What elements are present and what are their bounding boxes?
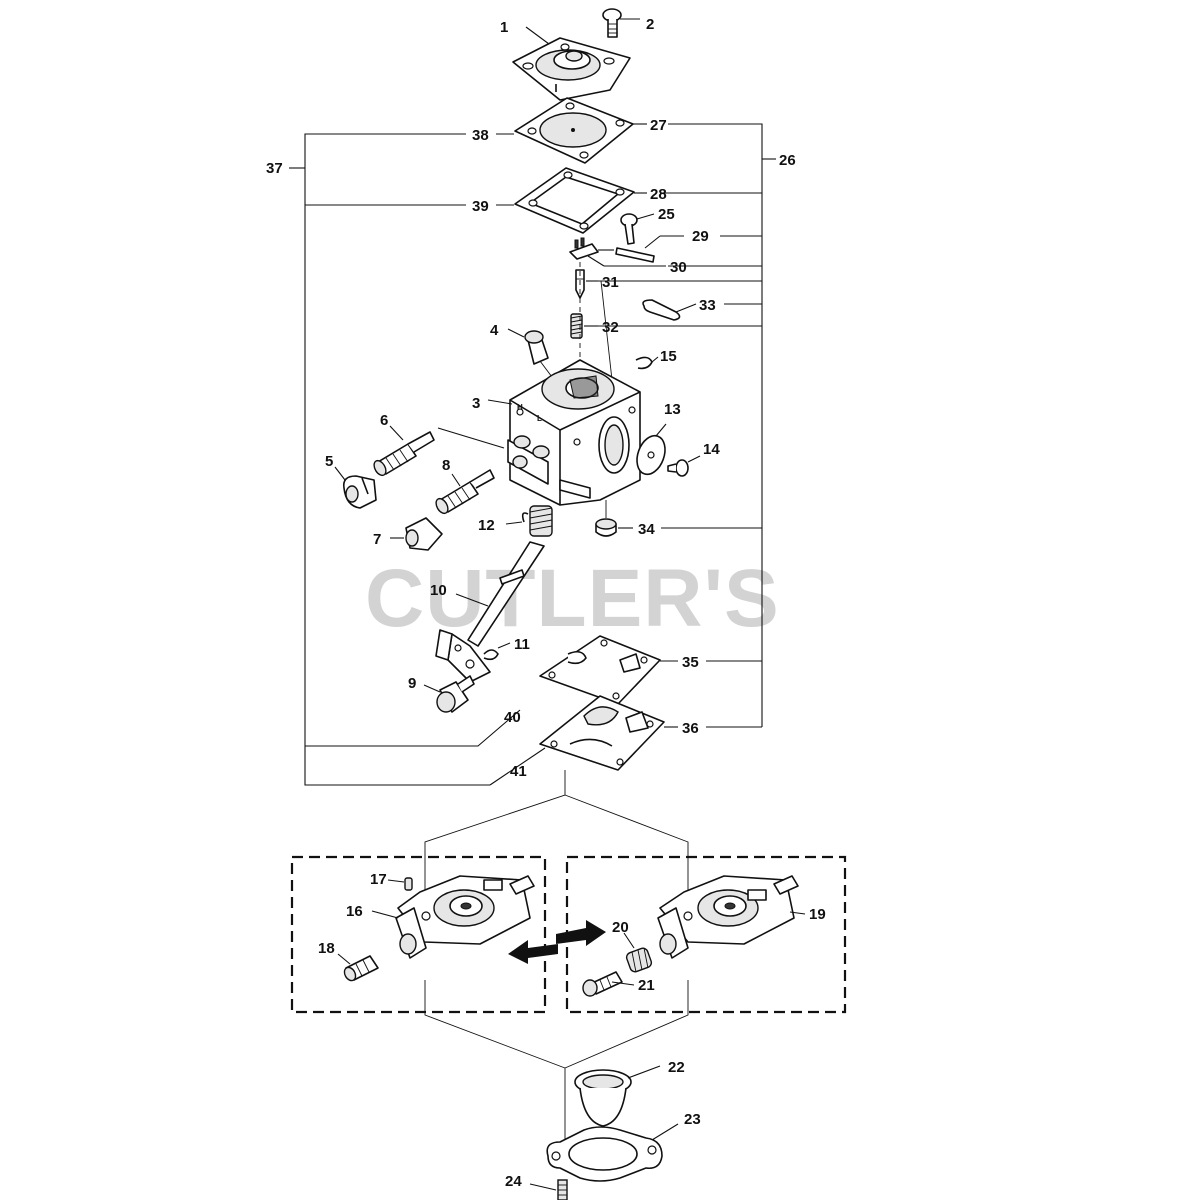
callout-27: 27 [650,117,667,134]
kit-bracket-26 [598,123,776,728]
callout-5: 5 [325,453,333,470]
callout-38: 38 [472,127,489,144]
h-mark: H [517,403,523,412]
callout-34: 34 [638,521,655,538]
callout-23: 23 [684,1111,701,1128]
primer-bulb [574,1065,661,1127]
fuel-filter-cap [595,500,633,537]
option-box-left [290,855,547,1014]
throttle-shaft [435,541,545,683]
pump-gasket [496,167,647,234]
adjust-spring-20 [623,932,653,973]
callout-1: 1 [500,19,508,36]
low-speed-needle [435,469,495,515]
e-clip [483,642,511,661]
callout-35: 35 [682,654,699,671]
manifold-gasket [539,695,678,771]
callout-17: 17 [370,871,387,888]
watermark: CUTLER'S [365,553,780,644]
lever-pin [615,235,684,263]
lever-screw [620,213,655,245]
inlet-needle [575,269,598,299]
callout-41: 41 [510,763,527,780]
callout-31: 31 [602,274,619,291]
high-speed-needle [373,425,435,477]
limiter-cap-l [390,517,443,551]
callout-9: 9 [408,675,416,692]
circlip-15 [635,356,659,370]
idle-adjust-screw [423,675,475,713]
callout-15: 15 [660,348,677,365]
idle-screw-cap [507,328,559,386]
swap-arrows-icon [508,920,606,964]
limiter-cap-h [334,466,377,509]
callout-18: 18 [318,940,335,957]
carburetor-body: H L [437,359,641,506]
callout-13: 13 [664,401,681,418]
pump-cover [512,26,631,101]
l-mark: L [537,414,542,423]
kit-bracket-37 [289,133,546,786]
callout-8: 8 [442,457,450,474]
callout-14: 14 [703,441,720,458]
pump-diaphragm [496,97,647,164]
callout-16: 16 [346,903,363,920]
callout-19: 19 [809,906,826,923]
callout-37: 37 [266,160,283,177]
callout-24: 24 [505,1173,522,1190]
cover-disk [636,423,667,476]
callout-2: 2 [646,16,654,33]
callout-6: 6 [380,412,388,429]
primer-flange [546,1123,679,1182]
callout-11: 11 [514,636,530,653]
option-connector-lines [424,770,689,1150]
callout-28: 28 [650,186,667,203]
cover-screw-14 [667,455,701,477]
pump-body-left [371,875,535,959]
metering-lever [569,237,666,267]
adjust-screw-18 [337,953,379,982]
callout-12: 12 [478,517,495,534]
inlet-gasket [539,635,678,705]
callout-3: 3 [472,395,480,412]
callout-26: 26 [779,152,796,169]
callout-20: 20 [612,919,629,936]
adjust-screw-21 [582,971,635,997]
callout-10: 10 [430,582,447,599]
callout-7: 7 [373,531,381,548]
welch-plug [642,299,697,321]
callout-21: 21 [638,977,655,994]
metering-spring [570,313,598,339]
callout-32: 32 [602,319,619,336]
callout-22: 22 [668,1059,685,1076]
callout-39: 39 [472,198,489,215]
callout-29: 29 [692,228,709,245]
callout-36: 36 [682,720,699,737]
callout-40: 40 [504,709,521,726]
pump-body-right [657,875,806,959]
callout-30: 30 [670,259,687,276]
callout-25: 25 [658,206,675,223]
callout-labels: 1 2 3 4 5 6 7 8 9 10 11 12 13 14 15 16 1… [266,16,826,1190]
throttle-spring [505,505,553,537]
mounting-stud [529,1179,568,1200]
cover-screw [602,8,640,38]
check-pin [387,877,413,891]
callout-4: 4 [490,322,499,339]
callout-33: 33 [699,297,716,314]
